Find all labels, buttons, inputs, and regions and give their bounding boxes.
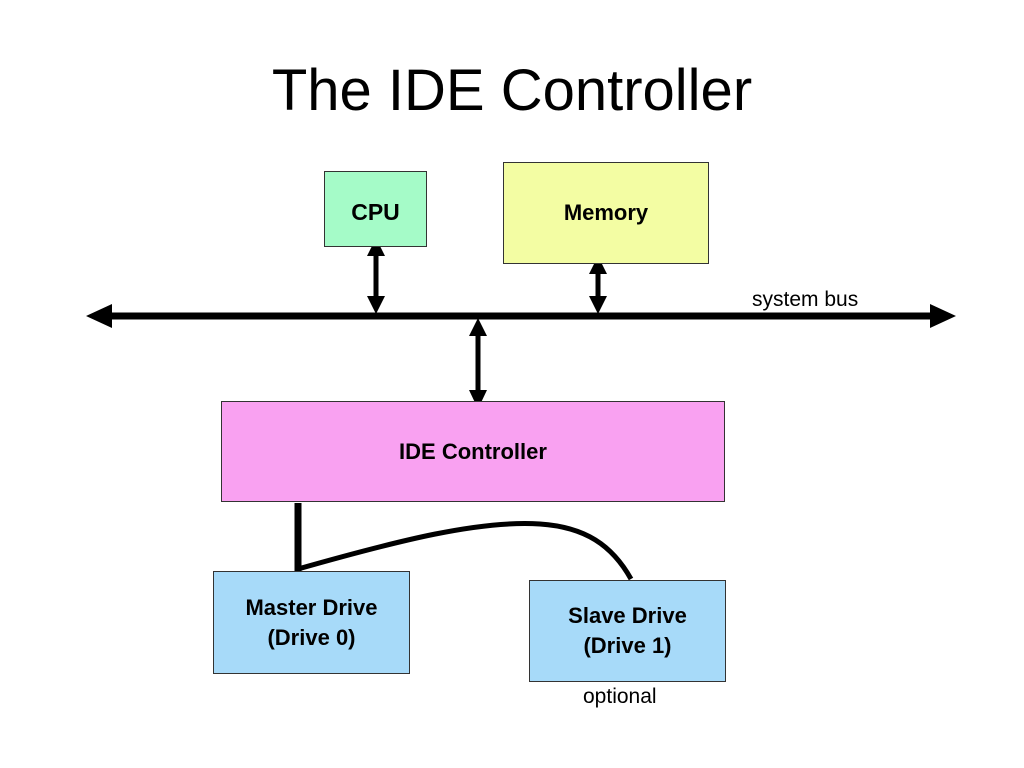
slide-title: The IDE Controller bbox=[271, 58, 753, 123]
master-drive-box: Master Drive (Drive 0) bbox=[213, 571, 410, 674]
cpu-label: CPU bbox=[351, 199, 400, 225]
system-bus bbox=[86, 304, 956, 328]
ide-controller-label: IDE Controller bbox=[399, 438, 547, 464]
memory-bus-arrow bbox=[589, 256, 607, 314]
slave-drive-number: (Drive 1) bbox=[583, 633, 672, 658]
cpu-box: CPU bbox=[324, 171, 427, 247]
optional-label: optional bbox=[583, 685, 657, 708]
cpu-bus-arrow bbox=[367, 238, 385, 314]
ide-cable bbox=[294, 503, 634, 581]
bus-right-arrowhead bbox=[930, 304, 956, 328]
slave-drive-label: Slave Drive bbox=[568, 603, 687, 629]
ide-controller-box: IDE Controller bbox=[221, 401, 725, 502]
master-drive-number: (Drive 0) bbox=[267, 624, 356, 650]
bus-left-arrowhead bbox=[86, 304, 112, 328]
system-bus-label: system bus bbox=[752, 288, 859, 311]
ide-bus-arrow bbox=[469, 318, 487, 409]
memory-label: Memory bbox=[563, 200, 649, 226]
master-drive-label: Master Drive bbox=[245, 594, 378, 620]
memory-box: Memory bbox=[503, 162, 709, 264]
slave-drive-box: Slave Drive (Drive 1) bbox=[529, 580, 726, 682]
